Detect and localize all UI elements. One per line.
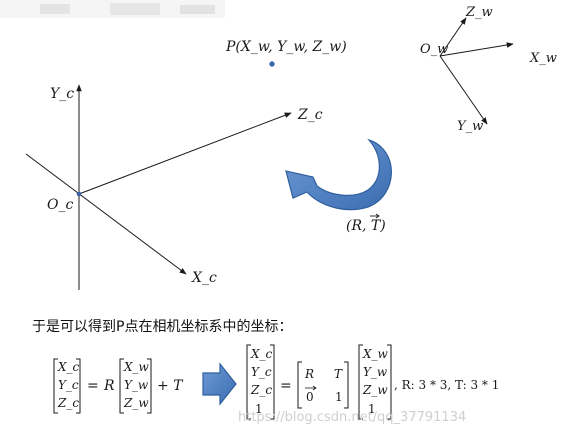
vec-wh-3: Z_w: [362, 383, 388, 397]
bracket-m-close: [344, 361, 349, 409]
vec-c-2: Y_c: [58, 378, 79, 392]
camera-origin-dot: [76, 191, 82, 197]
camera-z-axis: [78, 112, 292, 195]
bracket-w-close: [147, 358, 152, 414]
matrix-cell-one: 1: [335, 390, 343, 404]
vec-ch-2: Y_c: [251, 365, 272, 379]
equation-left: X_c Y_c Z_c = R X_w Y_w Z_w + T: [53, 358, 184, 414]
world-y-label: Y_w: [457, 119, 483, 134]
bracket-ch-close: [270, 344, 275, 420]
matrix-cell-t: T: [334, 367, 343, 381]
vec-wh-1: X_w: [362, 347, 389, 361]
watermark-text: https://blog.csdn.net/qq_37791134: [238, 410, 466, 425]
world-origin-label: O_w: [420, 42, 448, 57]
camera-z-label: Z_c: [297, 107, 323, 123]
vec-c-1: X_c: [57, 360, 80, 374]
bracket-w-open: [119, 358, 124, 414]
camera-origin-label: O_c: [47, 197, 73, 213]
curved-blue-arrow: [285, 138, 392, 211]
matrix-cell-zero: 0: [306, 390, 314, 404]
bracket-left-open: [53, 358, 58, 414]
bracket-wh-open: [358, 344, 363, 420]
caption-text: 于是可以得到P点在相机坐标系中的坐标：: [32, 318, 292, 335]
bracket-m-open: [297, 361, 302, 409]
vec-c-3: Z_c: [57, 396, 79, 410]
bracket-wh-close: [387, 344, 392, 420]
dimension-note: , R: 3 * 3, T: 3 * 1: [394, 378, 499, 392]
world-y-axis: [439, 55, 488, 125]
world-z-axis: [439, 17, 467, 57]
matrix-cell-r: R: [304, 367, 314, 381]
vec-w-3: Z_w: [123, 396, 149, 410]
point-p-dot: [269, 61, 275, 67]
vec-w-1: X_w: [123, 360, 150, 374]
point-p-label: P(X_w, Y_w, Z_w): [225, 39, 347, 55]
camera-x-axis: [25, 153, 187, 275]
bracket-left-close: [76, 358, 81, 414]
camera-y-label: Y_c: [50, 86, 74, 102]
implies-arrow: [202, 362, 237, 406]
t-vector-head: [375, 213, 380, 219]
equals-sign-1: =: [87, 378, 99, 394]
world-x-axis: [439, 42, 514, 57]
vec-w-2: Y_w: [124, 378, 149, 392]
world-frame: O_w Z_w X_w Y_w: [420, 5, 557, 134]
blurred-header: [0, 0, 225, 18]
equation-right: X_c Y_c Z_c 1 = R T 0 1 X_w Y_w Z_w 1 , …: [246, 344, 499, 420]
matrix-r: R: [103, 378, 115, 394]
vec-ch-3: Z_c: [250, 383, 272, 397]
equals-sign-2: =: [280, 378, 292, 394]
world-z-label: Z_w: [465, 5, 493, 20]
vec-wh-2: Y_w: [363, 365, 388, 379]
vec-wh-4: 1: [368, 402, 376, 416]
camera-x-label: X_c: [191, 270, 217, 286]
world-x-label: X_w: [529, 51, 557, 66]
transform-arrow: (R, T): [285, 138, 392, 234]
camera-frame: Y_c Z_c X_c O_c: [25, 84, 323, 290]
zero-vector-head: [312, 385, 317, 391]
vec-ch-1: X_c: [250, 347, 273, 361]
point-p: P(X_w, Y_w, Z_w): [225, 39, 347, 67]
point-p-label-text: P(X_w, Y_w, Z_w): [225, 39, 347, 55]
transform-label: (R, T): [346, 218, 386, 234]
vec-ch-4: 1: [255, 402, 263, 416]
plus-t: + T: [157, 378, 184, 394]
bracket-ch-open: [246, 344, 251, 420]
